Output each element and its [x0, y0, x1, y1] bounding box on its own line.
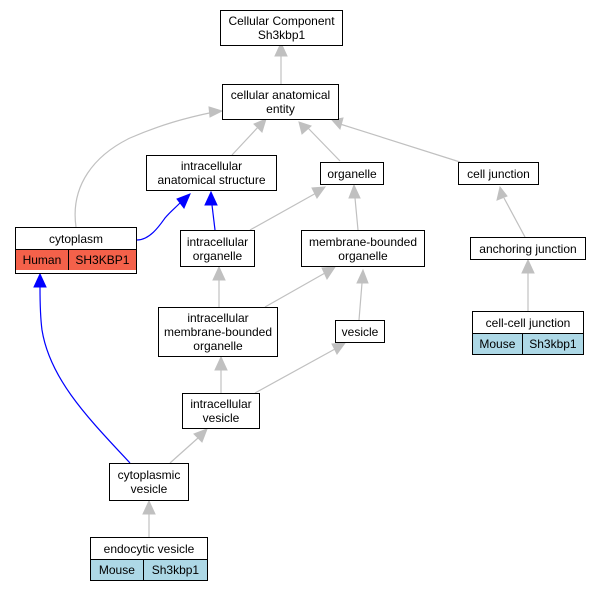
node-membrane-bounded-organelle[interactable]: membrane-bounded organelle	[301, 230, 425, 267]
annotation-row: Human SH3KBP1	[16, 250, 136, 270]
node-label: cytoplasmic vesicle	[117, 468, 181, 496]
edge-aj-to-celljunction	[503, 197, 526, 238]
arrowhead-mbo-left	[321, 266, 336, 281]
node-label: cell-cell junction	[473, 312, 583, 334]
arrowhead-organelle-left	[311, 186, 327, 199]
arrowhead-cae-mid	[298, 121, 312, 135]
arrowhead-io	[212, 265, 226, 281]
arrowhead-ias-down	[204, 190, 218, 206]
edge-io-to-organelle	[249, 191, 319, 231]
edge-mbo-to-organelle	[354, 197, 359, 231]
node-intracellular-anatomical-structure[interactable]: intracellular anatomical structure	[146, 155, 277, 191]
node-cell-cell-junction[interactable]: cell-cell junction Mouse Sh3kbp1	[472, 311, 584, 355]
node-cellular-component[interactable]: Cellular Component Sh3kbp1	[220, 10, 343, 46]
node-label: intracellular anatomical structure	[157, 159, 266, 187]
node-cytoplasm[interactable]: cytoplasm Human SH3KBP1	[15, 227, 137, 274]
node-label: cellular anatomical entity	[230, 88, 331, 116]
node-intracellular-membrane-bounded-organelle[interactable]: intracellular membrane-bounded organelle	[158, 307, 278, 357]
node-cytoplasmic-vesicle[interactable]: cytoplasmic vesicle	[109, 463, 189, 501]
edge-io-to-ias	[211, 204, 216, 231]
species-cell: Mouse	[473, 334, 522, 354]
gene-cell: SH3KBP1	[67, 250, 136, 270]
node-cell-junction[interactable]: cell junction	[458, 162, 539, 185]
node-label: intracellular membrane-bounded organelle	[163, 311, 273, 353]
species-cell: Mouse	[91, 560, 143, 580]
edge-ias-to-cae	[231, 124, 261, 156]
arrowhead-vesicle	[331, 342, 347, 355]
node-label: endocytic vesicle	[91, 538, 207, 560]
gene-cell: Sh3kbp1	[521, 334, 583, 354]
node-anchoring-junction[interactable]: anchoring junction	[470, 237, 586, 260]
node-label: organelle	[327, 166, 377, 181]
node-endocytic-vesicle[interactable]: endocytic vesicle Mouse Sh3kbp1	[90, 537, 208, 581]
arrowhead-mbo-down	[356, 268, 369, 284]
arrowhead-imbo	[214, 355, 228, 371]
annotation-row: Mouse Sh3kbp1	[91, 560, 207, 580]
arrowhead-aj	[521, 258, 535, 274]
node-organelle[interactable]: organelle	[320, 162, 384, 185]
edge-imbo-to-mbo	[264, 272, 326, 308]
arrowhead-ias-left	[176, 193, 191, 209]
node-label: intracellular organelle	[186, 234, 249, 263]
node-label: cell junction	[467, 166, 530, 181]
edge-organelle-to-cae	[307, 127, 341, 162]
node-intracellular-organelle[interactable]: intracellular organelle	[180, 230, 255, 267]
edge-iv-to-vesicle	[254, 348, 336, 394]
node-label: membrane-bounded organelle	[308, 234, 418, 263]
species-cell: Human	[16, 250, 68, 270]
arrowhead-iv	[193, 428, 208, 443]
node-label: vesicle	[341, 324, 379, 339]
node-label: intracellular vesicle	[190, 397, 252, 425]
arrowhead-cc	[274, 41, 288, 57]
arrowhead-celljunction	[496, 185, 508, 201]
edge-cv-to-cytoplasm	[39, 286, 131, 464]
node-label: cytoplasm	[16, 228, 136, 250]
node-vesicle[interactable]: vesicle	[335, 320, 385, 343]
edge-celljunction-to-cae	[339, 123, 461, 163]
arrowhead-cytoplasm	[33, 272, 47, 288]
node-cellular-anatomical-entity[interactable]: cellular anatomical entity	[222, 84, 339, 120]
arrowhead-cae-far-left	[208, 106, 224, 118]
edge-cv-to-iv	[169, 437, 199, 464]
node-label: anchoring junction	[479, 241, 577, 256]
gene-cell: Sh3kbp1	[142, 560, 207, 580]
edge-cytoplasm-to-cae	[74, 111, 215, 228]
arrowhead-organelle-down	[348, 183, 361, 199]
node-intracellular-vesicle[interactable]: intracellular vesicle	[182, 393, 260, 429]
annotation-row: Mouse Sh3kbp1	[473, 334, 583, 354]
arrowhead-cae-left	[253, 118, 267, 133]
arrowhead-cv	[142, 499, 156, 515]
node-label: Cellular Component Sh3kbp1	[228, 14, 335, 42]
edge-vesicle-to-mbo	[358, 282, 363, 321]
edge-cytoplasm-to-ias	[136, 202, 181, 241]
